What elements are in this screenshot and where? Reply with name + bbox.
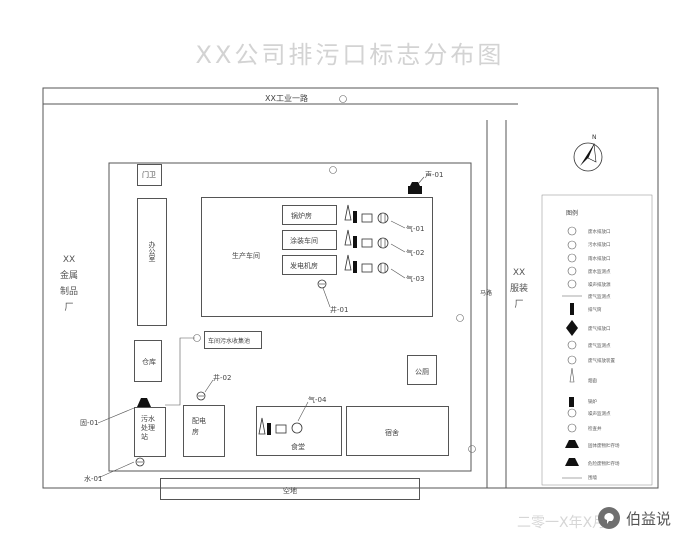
production-workshop: 生产车间 xyxy=(201,197,433,317)
well-icon xyxy=(317,279,327,289)
label-gas-01: 气-01 xyxy=(406,225,425,233)
north-arrow-icon: N xyxy=(573,134,603,172)
exhaust-stack-icon xyxy=(344,229,389,249)
water-outlet-icon xyxy=(135,457,145,467)
right-road-label: 马路 xyxy=(480,290,493,297)
legend-item: 废水监测点 xyxy=(588,270,611,275)
brand-badge xyxy=(598,507,620,529)
monitoring-point-icon xyxy=(193,95,476,453)
canteen: 食堂 xyxy=(256,406,342,456)
noise-outlet-icon xyxy=(408,182,422,194)
legend-item: 废气监测点 xyxy=(588,344,611,349)
legend-item: 固体废物贮存场 xyxy=(588,444,620,449)
vacant-lot: 空地 xyxy=(160,478,420,500)
outer-boundary xyxy=(42,87,659,489)
exhaust-stack-icon xyxy=(344,254,389,274)
legend-item: 噪声监测点 xyxy=(588,412,611,417)
brand-name: 伯益说 xyxy=(626,510,672,528)
label-solid-01: 固-01 xyxy=(80,419,99,427)
legend-item: 围墙 xyxy=(588,476,597,481)
label-gas-02: 气-02 xyxy=(406,249,425,257)
coating-workshop: 涂装车间 xyxy=(282,230,337,250)
svg-text:N: N xyxy=(592,134,597,141)
legend-frame xyxy=(541,194,653,486)
gate-building: 门卫 xyxy=(137,164,162,186)
solid-waste-icon xyxy=(137,398,151,407)
wastewater-treatment-station: 污水处理站 xyxy=(134,407,166,457)
distribution-room: 配电房 xyxy=(183,405,225,457)
factory-wall xyxy=(108,162,472,472)
generator-room: 发电机房 xyxy=(282,255,337,275)
wastewater-collection-tank: 车间污水收集池 xyxy=(204,331,262,349)
diagram-title: XX公司排污口标志分布图 xyxy=(195,41,505,69)
public-toilet: 公厕 xyxy=(407,355,437,385)
legend-item: 排气筒 xyxy=(588,308,602,313)
legend-item: 污水排放口 xyxy=(588,243,611,248)
brand-logo-icon xyxy=(604,513,614,524)
exhaust-stack-icon xyxy=(344,204,389,224)
legend-item: 废气排放口 xyxy=(588,327,611,332)
legend-item: 废水排放口 xyxy=(588,230,611,235)
exhaust-stack-icon xyxy=(258,417,303,435)
label-gas-03: 气-03 xyxy=(406,275,425,283)
label-water-01: 水-01 xyxy=(84,475,103,483)
office-building: 办公室 xyxy=(137,198,167,326)
top-road-label: XX工业一路 xyxy=(265,94,308,103)
legend-item: 雨水排放口 xyxy=(588,257,611,262)
label-gas-04: 气-04 xyxy=(308,396,327,404)
legend-item: 检查井 xyxy=(588,427,602,432)
legend-item: 废气监测点 xyxy=(588,295,611,300)
legend-title: 图例 xyxy=(566,210,579,217)
label-well-01: 井-01 xyxy=(330,306,349,314)
label-well-02: 井-02 xyxy=(213,374,232,382)
legend-item: 废气排放装置 xyxy=(588,359,615,364)
legend-item: 锅炉 xyxy=(588,400,597,405)
legend-item: 危险废物贮存场 xyxy=(588,462,620,467)
label-noise-01: 声-01 xyxy=(425,171,444,179)
legend-item: 烟囱 xyxy=(588,379,597,384)
legend-item: 噪声排放源 xyxy=(588,283,611,288)
date-watermark: 二零一X年X月 xyxy=(517,515,607,531)
dormitory: 宿舍 xyxy=(346,406,449,456)
boiler-room: 锅炉房 xyxy=(282,205,337,225)
well-icon xyxy=(196,391,206,401)
warehouse: 仓库 xyxy=(134,340,162,382)
